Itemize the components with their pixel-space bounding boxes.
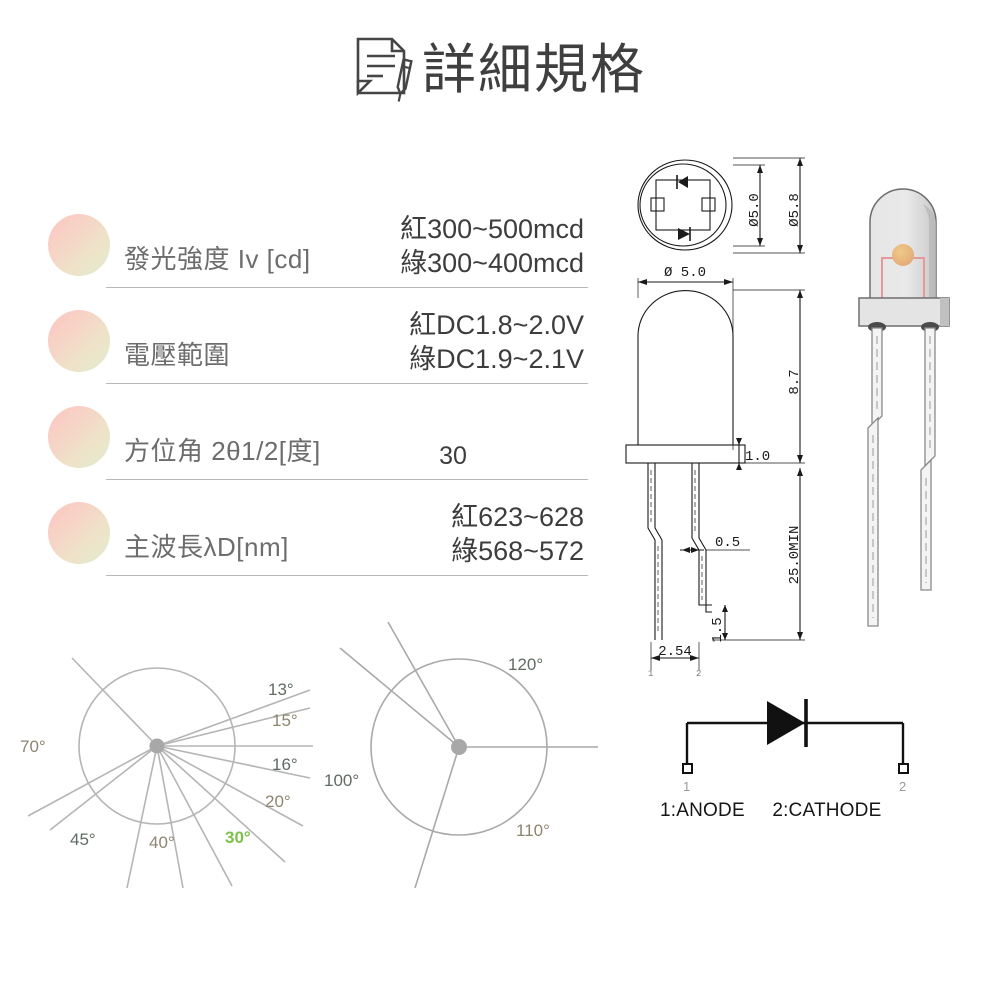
pin2-mark: 2 — [696, 669, 701, 679]
pin2-legend: 2:CATHODE — [772, 800, 882, 821]
led-dome-shade — [923, 204, 936, 300]
polar-label: 40° — [149, 833, 175, 852]
spec-value: 紅300~500mcd 綠300~400mcd — [400, 213, 584, 280]
led-chip — [892, 244, 914, 266]
dim-body-height: 8.7 — [787, 369, 803, 394]
page-header: 詳細規格 — [0, 0, 1000, 140]
spec-row: 主波長λD[nm] 紅623~628 綠568~572 — [48, 484, 588, 580]
row-divider — [106, 287, 588, 288]
polar-label: 13° — [268, 680, 294, 699]
dim-flange: 1.0 — [745, 449, 770, 465]
polar-label: 15° — [272, 711, 298, 730]
polar-label: 120° — [508, 655, 543, 674]
top-view-outer-circle — [637, 159, 733, 251]
pin1-legend: 1:ANODE — [660, 800, 745, 821]
spec-value-line1: 紅300~500mcd — [400, 214, 584, 245]
spec-value-line2: 綠568~572 — [451, 535, 584, 566]
polar-label: 16° — [272, 755, 298, 774]
viewing-angle-diagram-right: 120° 100° 110° — [320, 621, 600, 890]
top-view-inner-circle — [639, 163, 727, 247]
polar-label: 45° — [70, 830, 96, 849]
polar-center-dot — [451, 739, 467, 755]
side-view-leads — [647, 462, 712, 640]
mechanical-drawing: Ø5.0 Ø5.8 Ø 5.0 8.7 1.0 0.5 25.0MIN 1.5 … — [620, 150, 870, 680]
led-leads — [867, 327, 936, 627]
terminal-mark-1: 1 — [683, 779, 690, 794]
pin-legend: 1:ANODE 2:CATHODE — [660, 800, 960, 822]
spec-row: 電壓範圍 紅DC1.8~2.0V 綠DC1.9~2.1V — [48, 292, 588, 388]
spec-row: 發光強度 Iv [cd] 紅300~500mcd 綠300~400mcd — [48, 196, 588, 292]
spec-value-line2: 綠300~400mcd — [400, 247, 584, 278]
spec-value-line1: 30 — [439, 442, 467, 470]
spec-label: 電壓範圍 — [124, 340, 231, 370]
polar-center-dot — [149, 738, 165, 754]
row-divider — [106, 383, 588, 384]
spec-label: 方位角 2θ1/2[度] — [124, 436, 321, 466]
viewing-angle-diagram-left: 70° 13° 15° 16° 20° 30° 45° 40° — [10, 630, 320, 890]
polar-label: 110° — [516, 821, 550, 840]
spec-value: 紅DC1.8~2.0V 綠DC1.9~2.1V — [409, 309, 584, 376]
page-title: 詳細規格 — [422, 40, 646, 100]
side-view-body — [637, 289, 734, 445]
document-pen-icon — [356, 37, 413, 102]
spec-row: 方位角 2θ1/2[度] 30 — [48, 388, 588, 484]
led-flange — [858, 297, 950, 327]
polar-label: 100° — [324, 771, 359, 790]
circuit-schematic: 1 2 — [655, 695, 955, 835]
dim-body-width: Ø 5.0 — [664, 265, 706, 281]
polar-label: 20° — [265, 792, 291, 811]
row-divider — [106, 575, 588, 576]
dim-lead-step: 1.5 — [710, 617, 726, 642]
dim-pitch: 2.54 — [658, 644, 692, 660]
dim-lead-width: 0.5 — [715, 535, 740, 551]
spec-value-line2: 綠DC1.9~2.1V — [409, 343, 584, 374]
spec-label: 發光強度 Iv [cd] — [124, 244, 311, 274]
polar-label: 70° — [20, 737, 46, 756]
row-bullet-icon — [48, 406, 110, 468]
diode-triangle-icon — [767, 701, 805, 745]
side-view-flange — [625, 444, 746, 464]
spec-value-line1: 紅DC1.8~2.0V — [409, 310, 584, 341]
row-bullet-icon — [48, 214, 110, 276]
row-divider — [106, 479, 588, 480]
pin1-mark: 1 — [648, 669, 653, 679]
spec-value-line1: 紅623~628 — [451, 502, 584, 533]
spec-label: 主波長λD[nm] — [124, 532, 289, 562]
row-bullet-icon — [48, 502, 110, 564]
spec-value: 紅623~628 綠568~572 — [451, 501, 584, 568]
dim-diameter-outer: Ø5.8 — [787, 193, 803, 227]
row-bullet-icon — [48, 310, 110, 372]
terminal-mark-2: 2 — [899, 779, 906, 794]
spec-value: 30 — [378, 441, 528, 472]
spec-table: 發光強度 Iv [cd] 紅300~500mcd 綠300~400mcd 電壓範… — [48, 196, 588, 580]
led-3d-illustration — [845, 160, 1000, 680]
dim-diameter-inner: Ø5.0 — [747, 193, 763, 227]
dim-lead-length: 25.0MIN — [787, 526, 803, 585]
polar-label-highlight: 30° — [225, 828, 251, 847]
